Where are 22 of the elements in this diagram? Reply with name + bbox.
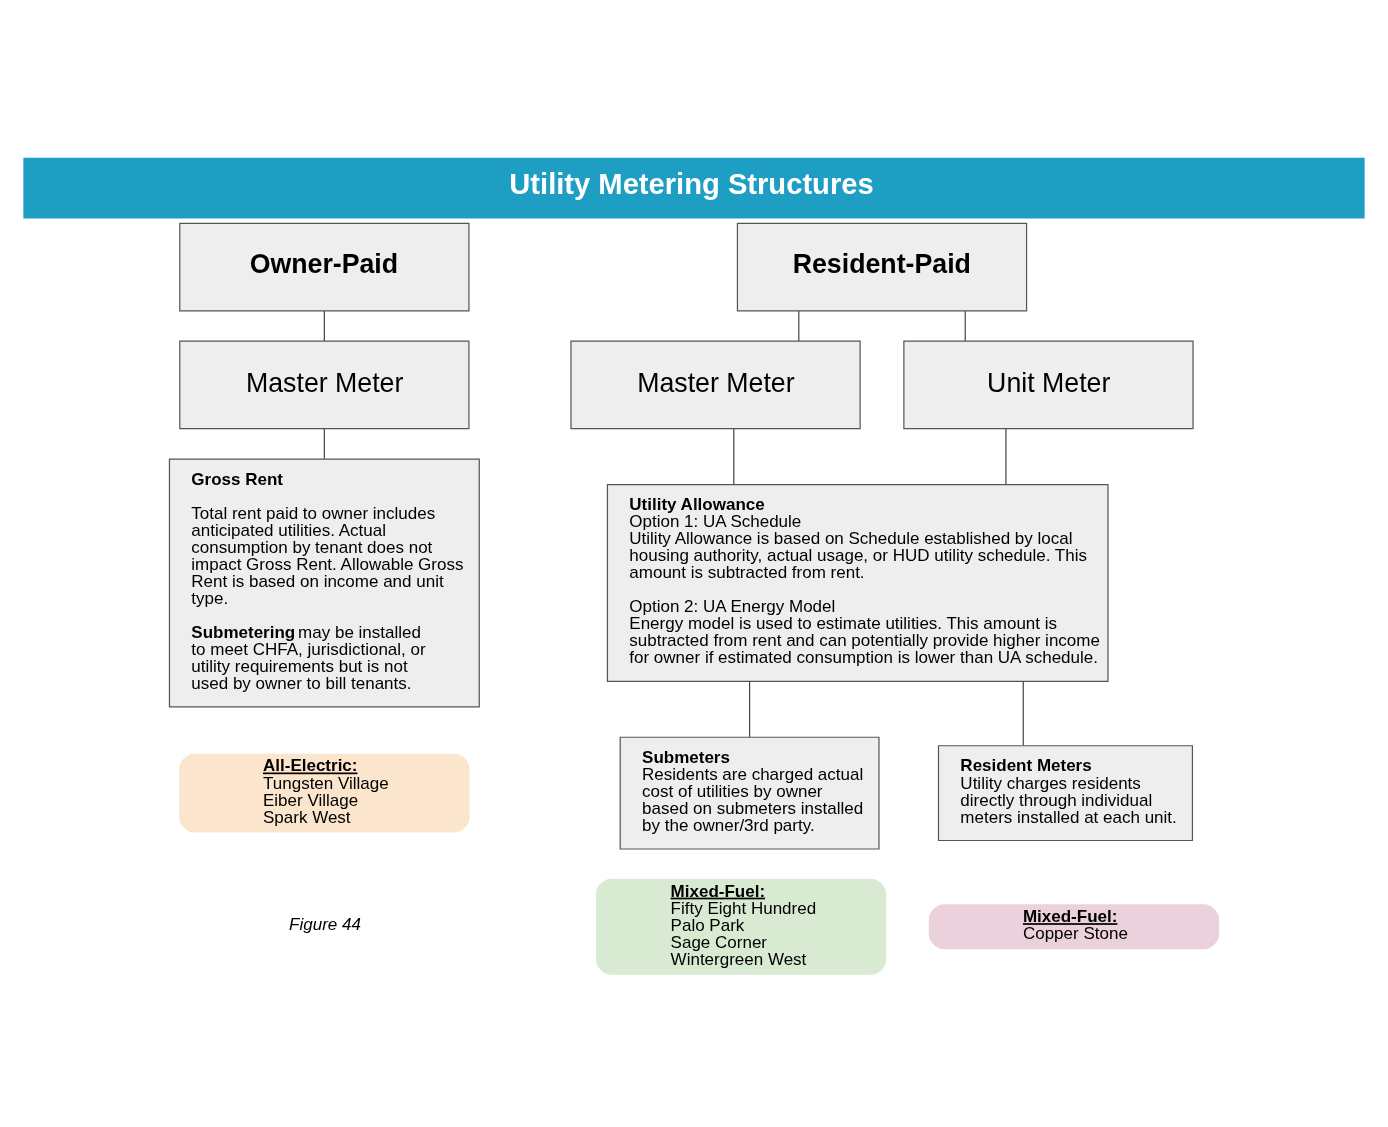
connector — [748, 680, 751, 738]
node-box: Gross Rent Total rent paid to owner includes anticipated utilities. Actual consumption by tenant does not impact Gross Rent. Allowable Gross Rent is based on income and unit type. Submetering may be installed to meet CHFA, jurisdictional, or utility requirements but is not used by owner to bill tenants. — [168, 458, 480, 708]
connector — [1005, 428, 1007, 485]
node-box: Submeters Residents are charged actual cost of utilities by owner based on submeters installed by the owner/3rd party. — [619, 736, 880, 850]
caption: Figure 44 — [289, 915, 361, 935]
node-box: Owner-Paid — [179, 222, 470, 312]
node-box: Master Meter — [570, 340, 861, 430]
connector — [323, 310, 325, 342]
node-box: Resident-Paid — [736, 222, 1028, 312]
connector — [1022, 680, 1024, 746]
node-box: Utility Allowance Option 1: UA Schedule Utility Allowance is based on Schedule established by local housing authority, actual usage, or HUD utility schedule. This amount is subtracted from rent. Option 2: UA Energy Model Energy model is used to estimate utilities. This amount is subtracted from rent and can potentially provide higher income for owner if estimated consumption is lower than UA schedule. — [606, 483, 1109, 682]
node-box: Mixed-Fuel: Copper Stone — [928, 904, 1220, 950]
node-box: Unit Meter — [903, 340, 1194, 430]
node-box: Master Meter — [179, 340, 470, 430]
node-box: Resident Meters Utility charges residents directly through individual meters installed at each unit. — [937, 745, 1194, 842]
node-box: All-Electric: Tungsten Village Eiber Village Spark West — [179, 753, 470, 833]
connector — [323, 428, 325, 460]
connector — [798, 310, 800, 342]
diagram-title: Utility Metering Structures — [509, 168, 874, 201]
node-box: Mixed-Fuel: Fifty Eight Hundred Palo Park Sage Corner Wintergreen West — [595, 878, 887, 975]
connector — [964, 310, 966, 342]
connector — [733, 428, 735, 485]
